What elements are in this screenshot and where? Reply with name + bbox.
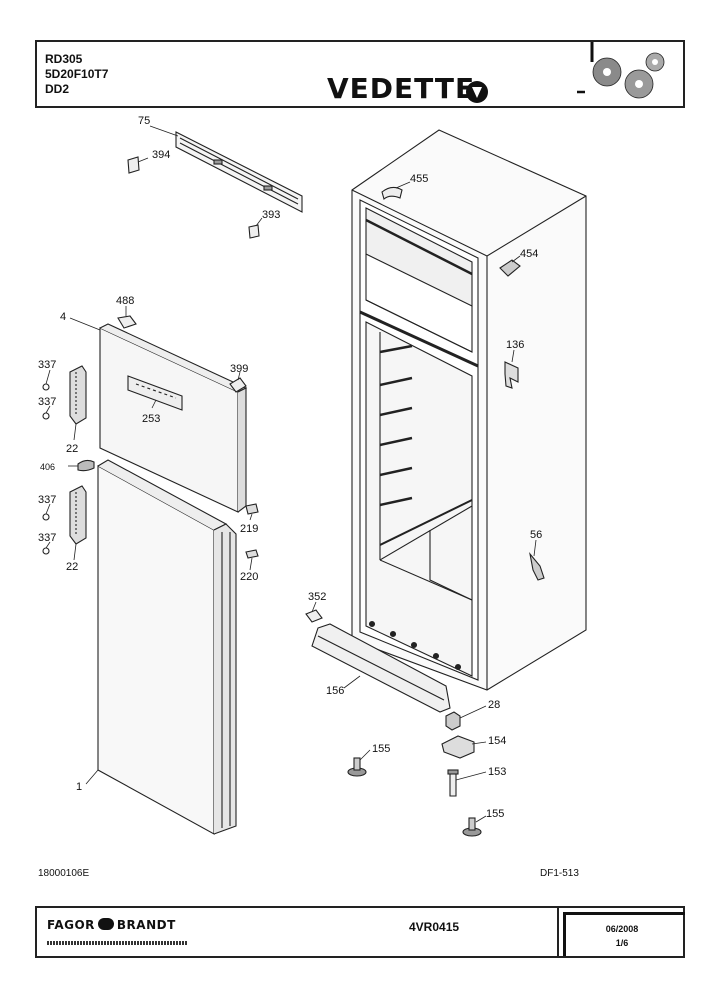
title-block: RD305 5D20F10T7 DD2 VEDETTE (35, 40, 685, 108)
part-56-shape (529, 552, 545, 581)
callout-56: 56 (530, 529, 542, 541)
handle-lower-shape (69, 485, 87, 545)
document-reference: DF1-513 (540, 868, 579, 879)
document-code: 4VR0415 (409, 920, 460, 934)
bracket-154-shape (441, 735, 475, 759)
callout-28: 28 (488, 699, 500, 711)
company-tagline-graphic (47, 941, 187, 945)
callout-22-b: 22 (66, 561, 78, 573)
callout-393: 393 (262, 209, 280, 221)
part-393-shape (248, 224, 260, 239)
variant-code: DD2 (45, 82, 70, 96)
model-code: RD305 (45, 52, 83, 66)
hinge-136-shape (504, 361, 519, 389)
part-406-shape (77, 459, 95, 472)
callout-153: 153 (488, 766, 506, 778)
callout-156: 156 (326, 685, 344, 697)
callout-253: 253 (142, 413, 160, 425)
foot-155-b (462, 817, 482, 837)
hinge-455-shape (381, 186, 403, 200)
part-399-shape (229, 377, 247, 393)
callout-220: 220 (240, 571, 258, 583)
part-220-shape (245, 549, 259, 559)
callout-455: 455 (410, 173, 428, 185)
company-name-right: BRANDT (116, 918, 176, 932)
callout-337-c: 337 (38, 494, 56, 506)
callout-454: 454 (520, 248, 538, 260)
callout-337-d: 337 (38, 532, 56, 544)
top-trim-bar (175, 131, 303, 213)
drawing-reference: 18000106E (38, 868, 90, 879)
callout-394: 394 (152, 149, 170, 161)
part-488-shape (117, 315, 137, 329)
callout-488: 488 (116, 295, 134, 307)
part-219-shape (245, 503, 259, 515)
fridge-door (97, 459, 237, 835)
callout-154: 154 (488, 735, 506, 747)
gears-icon (577, 42, 665, 99)
model-references: RD305 5D20F10T7 DD2 (45, 52, 108, 97)
company-name-left: FAGOR (47, 918, 95, 932)
product-code: 5D20F10T7 (45, 67, 109, 81)
screw-337-d (42, 547, 50, 555)
vedette-logo-icon (466, 81, 488, 103)
callout-219: 219 (240, 523, 258, 535)
callout-399: 399 (230, 363, 248, 375)
callout-4: 4 (60, 311, 66, 323)
company-logo: FAGOR BRANDT (47, 918, 176, 932)
page-number: 1/6 (615, 938, 629, 948)
company-mark-icon (97, 918, 114, 930)
callout-1: 1 (76, 781, 82, 793)
part-28-shape (445, 711, 461, 731)
callout-22-a: 22 (66, 443, 78, 455)
callout-136: 136 (506, 339, 524, 351)
callout-155-a: 155 (372, 743, 390, 755)
callout-406: 406 (40, 462, 55, 472)
callout-155-b: 155 (486, 808, 504, 820)
part-454-shape (499, 259, 521, 277)
bolt-153-shape (449, 771, 457, 797)
handle-upper-shape (69, 365, 87, 425)
brand-name: VEDETTE (327, 72, 476, 105)
screw-337-b (42, 412, 50, 420)
footer-block: FAGOR BRANDT 4VR0415 06/2008 1/6 (35, 906, 685, 958)
callout-337-b: 337 (38, 396, 56, 408)
date-box-frame (563, 912, 685, 956)
document-date: 06/2008 (605, 924, 639, 934)
screw-337-a (42, 383, 50, 391)
callout-352: 352 (308, 591, 326, 603)
date-page-box: 06/2008 1/6 (557, 908, 685, 956)
foot-155-a (347, 757, 367, 777)
screw-337-c (42, 513, 50, 521)
part-394-shape (127, 156, 140, 174)
fridge-cabinet (351, 129, 587, 691)
callout-75: 75 (138, 115, 150, 127)
freezer-door (99, 323, 248, 513)
part-352-shape (305, 609, 323, 623)
callout-337-a: 337 (38, 359, 56, 371)
